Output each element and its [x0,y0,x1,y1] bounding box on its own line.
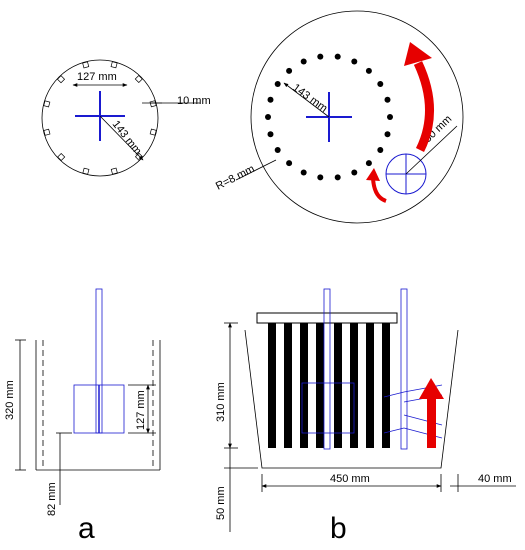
dim-label-40: 40 mm [478,473,512,485]
hole [317,174,324,181]
baffle-mark [134,74,143,84]
dim-label-143: 143 mm [110,118,144,157]
baffle-mark [43,100,51,108]
dim-label-320: 320 mm [4,380,16,420]
hole [377,81,384,87]
shaft-b-side [400,288,408,450]
hole [274,81,281,87]
hole [267,131,274,138]
dim-label-r8: R=8 mm [214,163,257,193]
hole [334,53,341,60]
dim-label-50-bottom: 50 mm [215,486,227,520]
flow-arrow-up [419,378,444,399]
side-view-b: 310 mm 50 mm 450 mm 40 mm b [215,288,516,545]
baffle-strip [366,323,374,448]
hole [351,58,358,65]
tank-b-outline [244,329,459,469]
top-right-view: 143 mm R=8 mm 50 mm [214,10,464,224]
hole [377,147,384,153]
rotation-arrow-tank [413,61,434,153]
dim-label-127-side: 127 mm [135,390,147,430]
hole [384,131,391,138]
baffle-mark [57,152,66,162]
side-view-a: 320 mm 127 mm 82 mm a [4,288,161,545]
dim-label-82: 82 mm [46,482,58,516]
baffle-mark [110,61,118,69]
baffle-strip [300,323,308,448]
hole [334,174,341,181]
baffle-mark [82,61,90,69]
shaft-b-center [323,288,331,450]
hole [300,169,307,176]
baffle-strip [382,323,390,448]
dim-line-143 [99,115,144,161]
rotation-arrow-large [371,177,387,203]
baffle-strip [284,323,292,448]
dim-line-143-large [283,82,330,118]
hole [365,67,372,74]
baffle-strip [316,323,324,448]
hole [286,160,293,167]
dim-label-143-large: 143 mm [290,82,329,115]
impeller-b [301,382,355,434]
small-tank-outline [41,59,159,177]
baffle-mark [110,167,118,175]
baffle-mark [43,128,51,136]
hole [286,67,293,74]
dim-line-50 [405,125,458,175]
hole [384,96,391,103]
hole [265,114,271,120]
baffle-strips [268,323,390,448]
baffle-strip [268,323,276,448]
cover-plate [256,312,398,324]
baffle-mark [82,167,90,175]
panel-label-a: a [78,512,95,545]
dim-label-450: 450 mm [330,473,370,485]
hole [317,53,324,60]
hole [300,58,307,65]
top-left-view: 127 mm 143 mm 10 mm [41,59,211,177]
hole [267,96,274,103]
large-tank-outline [250,10,464,224]
baffle-mark [149,128,157,136]
baffle-marks [43,61,157,175]
dim-label-310: 310 mm [215,382,227,422]
baffle-strip [334,323,342,448]
dim-label-127: 127 mm [77,71,117,83]
hole [274,147,281,153]
hole-ring [265,53,393,181]
baffle-mark [149,100,157,108]
hole [351,169,358,176]
dim-label-10: 10 mm [177,95,211,107]
panel-label-b: b [330,512,347,545]
dim-line-r8 [235,159,277,181]
baffle-mark [56,75,66,84]
hole [387,114,393,120]
hole [365,160,372,167]
